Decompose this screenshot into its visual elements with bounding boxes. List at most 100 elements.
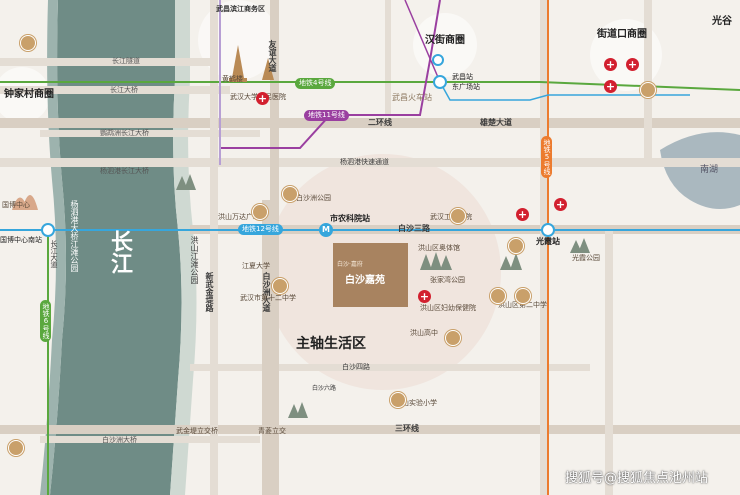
project-name: 白沙嘉苑 [345,275,385,286]
station-label-guobo-south: 国博中心南站 [0,236,42,244]
label-wujin-overpass: 武金堤立交桥 [176,427,218,435]
district-hanjie: 汉街商圈 [425,35,465,46]
park-tree-cluster-4 [288,402,308,418]
hospital-icon-2[interactable]: + [418,290,431,303]
youyi-avenue-road [270,0,279,495]
label-second-ring: 二环线 [368,118,392,127]
metro-ring-path [439,81,690,101]
place-baisha-park: 白沙洲公园 [296,194,331,202]
place-wuchang-railway: 武昌火车站 [392,93,432,102]
hospital-icon-5[interactable]: + [604,58,617,71]
label-yangsigang-park: 杨泗港大桥江滩公园 [70,200,79,272]
station-hanyang [432,54,444,66]
poi-marker-8[interactable] [390,392,406,408]
poi-marker-9[interactable] [272,278,288,294]
district-zhongjiacun: 钟家村商圈 [4,89,54,100]
label-xiongchu-avenue: 雄楚大道 [480,118,512,127]
station-label-guanggu: 光霞站 [536,237,560,246]
station-wuchang [433,75,447,89]
park-tree-cluster-1 [420,252,452,270]
project-marker[interactable]: 白沙嘉苑 白沙·嘉府 [333,243,408,307]
changjiang-bridge-road [0,86,230,94]
place-hongshan-children: 洪山区妇幼保健院 [420,304,476,312]
park-tree-cluster-3 [570,238,590,253]
district-guanggu: 光谷 [712,16,732,27]
label-new-wujin: 新武金堤路 [205,272,214,312]
watermark-text: 搜狐号@搜狐焦点池州站 [565,471,709,486]
place-hongshan-middle: 洪山区第二中学 [498,301,547,309]
river-label: 长江 [107,230,132,274]
label-youyi-avenue: 友谊大道 [268,40,277,72]
label-baishazhou-avenue: 白沙洲大道 [262,272,271,312]
hospital-icon-1[interactable]: + [256,92,269,105]
place-zhangjiawan-park: 张家湾公园 [430,276,465,284]
hospital-icon-6[interactable]: + [626,58,639,71]
label-hongshan-jiangtan-park: 洪山江滩公园 [190,236,199,284]
district-jiedaokou: 街道口商圈 [597,29,647,40]
place-hongshan-high: 洪山高中 [410,329,438,337]
poi-marker-11[interactable] [20,35,36,51]
metro-line12-tag: 地铁12号线 [238,224,283,235]
east-road [605,230,613,495]
poi-marker-5[interactable] [490,288,506,304]
metro-violet-path [404,0,441,83]
poi-marker-4[interactable] [508,238,524,254]
second-ring-road [0,118,740,128]
ring-link-road [385,0,391,115]
poi-marker-2[interactable] [252,204,268,220]
south-lake-shape [660,132,740,209]
baishazhou-bridge-road [40,436,260,443]
project-sub: 白沙·嘉府 [337,261,363,268]
baisha-4th-road [190,364,590,371]
bridge-glyph [262,58,274,80]
place-hongshan-stadium: 洪山区奥体馆 [418,244,460,252]
label-baishazhou-bridge: 白沙洲大桥 [102,436,137,444]
baishazhou-avenue-road [262,200,274,495]
poi-marker-1[interactable] [282,186,298,202]
label-yangsigang-bridge: 杨泗港长江大桥 [100,167,149,175]
poi-marker-10[interactable] [640,82,656,98]
metro-line5-tag: 地铁5号线 [541,136,552,178]
place-jiangxia-university: 江夏大学 [242,262,270,270]
station-label-shinongkeyuan: 市农科院站 [330,214,370,223]
poi-marker-6[interactable] [515,288,531,304]
station-label-dongguangchang: 东广场站 [452,83,480,91]
river-bank-left [40,0,66,495]
metro-station-icon: M [320,224,332,236]
metro-line6-tag: 地铁6号线 [40,300,51,342]
metro-line4-tag: 地铁4号线 [295,78,336,89]
hospital-icon-7[interactable]: + [604,80,617,93]
district-south-lake: 南湖 [700,165,719,175]
label-changjiang-avenue: 长江大道 [50,240,58,268]
poi-marker-3[interactable] [450,208,466,224]
place-guangxia-park: 光霞公园 [572,254,600,262]
place-yellow-crane: 黄鹤楼 [222,75,243,83]
label-third-ring: 三环线 [395,424,419,433]
changjiang-tunnel-road [0,58,215,66]
yellow-crane-tower-glyph [229,45,247,82]
hospital-icon-4[interactable]: + [554,198,567,211]
third-ring-road [0,425,740,434]
guobo-center-glyph [12,195,38,210]
park-tree-cluster-5 [176,174,196,190]
hospital-icon-3[interactable]: + [516,208,529,221]
label-yingwuzhou-bridge: 鹦鹉洲长江大桥 [100,129,149,137]
label-yangsigang-expressway: 杨泗港快速通道 [340,158,389,166]
place-hongshan-xiaoyuan: 洪山实验小学 [395,399,437,407]
label-changjiang-bridge: 长江大桥 [110,86,138,94]
changjiang-avenue-road [210,0,218,495]
label-baisha-4th: 白沙四路 [342,363,370,371]
label-qingling-overpass: 青菱立交 [258,427,286,435]
label-baisha-6th: 白沙六路 [312,385,337,392]
district-main-axis: 主轴生活区 [296,336,366,352]
guanggu-road [644,0,652,160]
yangsigang-expressway-road [0,158,740,167]
district-wuchang-cbd: 武昌滨江商务区 [216,5,265,13]
station-guobo-south [41,223,55,237]
poi-marker-12[interactable] [8,440,24,456]
poi-marker-7[interactable] [445,330,461,346]
yingwuzhou-bridge-road [40,130,260,137]
station-label-wuchang: 武昌站 [452,73,473,81]
